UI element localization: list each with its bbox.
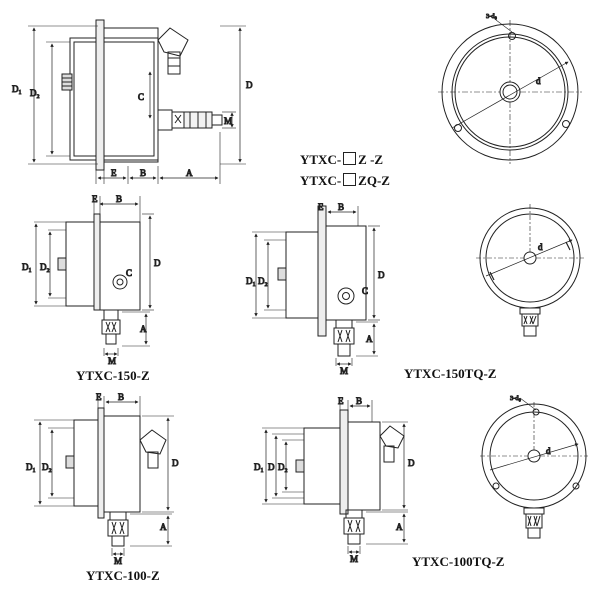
dim-100tq-D: D — [268, 462, 275, 472]
dim-100tq-hole: 3-d₀ — [510, 395, 521, 402]
dim-D1-label: D₁ — [12, 84, 22, 94]
blank-box-icon — [343, 152, 357, 165]
dim-150-D: D — [154, 258, 161, 268]
model-prefix-1: YTXC- — [300, 152, 342, 167]
dim-100tq-d: d — [546, 446, 551, 456]
dim-150-B: B — [116, 194, 122, 204]
dim-150tq-B: B — [338, 202, 344, 212]
dim-100-B: B — [118, 392, 124, 402]
dim-B-label: B — [140, 168, 146, 178]
caption-ytxc-100tq-z: YTXC-100TQ-Z — [412, 554, 505, 569]
side-view-main — [28, 19, 246, 184]
dim-150tq-D: D — [378, 270, 385, 280]
dim-150tq-A: A — [366, 334, 373, 344]
dim-150-C: C — [126, 268, 132, 278]
dim-d-label: d — [536, 76, 541, 86]
dim-100-D: D — [172, 458, 179, 468]
dim-E-label: E — [111, 168, 117, 178]
dim-100tq-B: B — [356, 396, 362, 406]
caption-ytxc-150-z: YTXC-150-Z — [76, 368, 150, 383]
dim-150tq-C: C — [362, 286, 368, 296]
dim-100-M: M — [114, 556, 122, 566]
dim-150-E: E — [92, 194, 98, 204]
dim-D2-label: D₂ — [30, 88, 40, 98]
dim-100tq-D-right: D — [408, 458, 415, 468]
blank-box-icon — [343, 173, 357, 186]
dim-hole-label: 3-d₀ — [486, 13, 497, 20]
front-view-150tq — [476, 204, 584, 337]
model-suffix-1: Z -Z — [358, 152, 384, 167]
side-view-100tq — [262, 400, 408, 554]
dim-A-label: A — [186, 168, 193, 178]
dim-150-M: M — [108, 356, 116, 366]
model-code-line-1: YTXC- Z -Z — [300, 152, 383, 168]
dim-100tq-D1: D₁ — [254, 462, 264, 472]
front-view-100tq — [480, 397, 588, 539]
dim-150-D2: D₂ — [40, 262, 50, 272]
front-view-main — [438, 19, 582, 164]
dim-150tq-d: d — [538, 242, 543, 252]
model-prefix-2: YTXC- — [300, 173, 342, 188]
dim-150tq-D1: D₁ — [246, 276, 256, 286]
model-suffix-2: ZQ-Z — [358, 173, 390, 188]
model-code-line-2: YTXC- ZQ-Z — [300, 173, 390, 189]
dim-100tq-E: E — [338, 396, 344, 406]
dim-100-A: A — [160, 522, 167, 532]
side-view-150 — [34, 196, 154, 356]
dim-150-D1: D₁ — [22, 262, 32, 272]
dim-C-label: C — [138, 92, 144, 102]
dim-M-label: M — [224, 116, 232, 126]
dim-D-label: D — [246, 80, 253, 90]
dim-150tq-D2: D₂ — [258, 276, 268, 286]
side-view-150tq — [252, 205, 380, 366]
dim-100-D1: D₁ — [26, 462, 36, 472]
dim-100tq-D2: D₂ — [278, 462, 288, 472]
side-view-100 — [34, 396, 174, 556]
caption-ytxc-100-z: YTXC-100-Z — [86, 568, 160, 583]
dim-100-D2: D₂ — [42, 462, 52, 472]
dim-150-A: A — [140, 324, 147, 334]
dim-150tq-E: E — [318, 202, 324, 212]
dim-100tq-A: A — [396, 522, 403, 532]
dim-150tq-M: M — [340, 366, 348, 376]
dim-100tq-M: M — [350, 554, 358, 564]
caption-ytxc-150tq-z: YTXC-150TQ-Z — [404, 366, 497, 381]
dim-100-E: E — [96, 392, 102, 402]
